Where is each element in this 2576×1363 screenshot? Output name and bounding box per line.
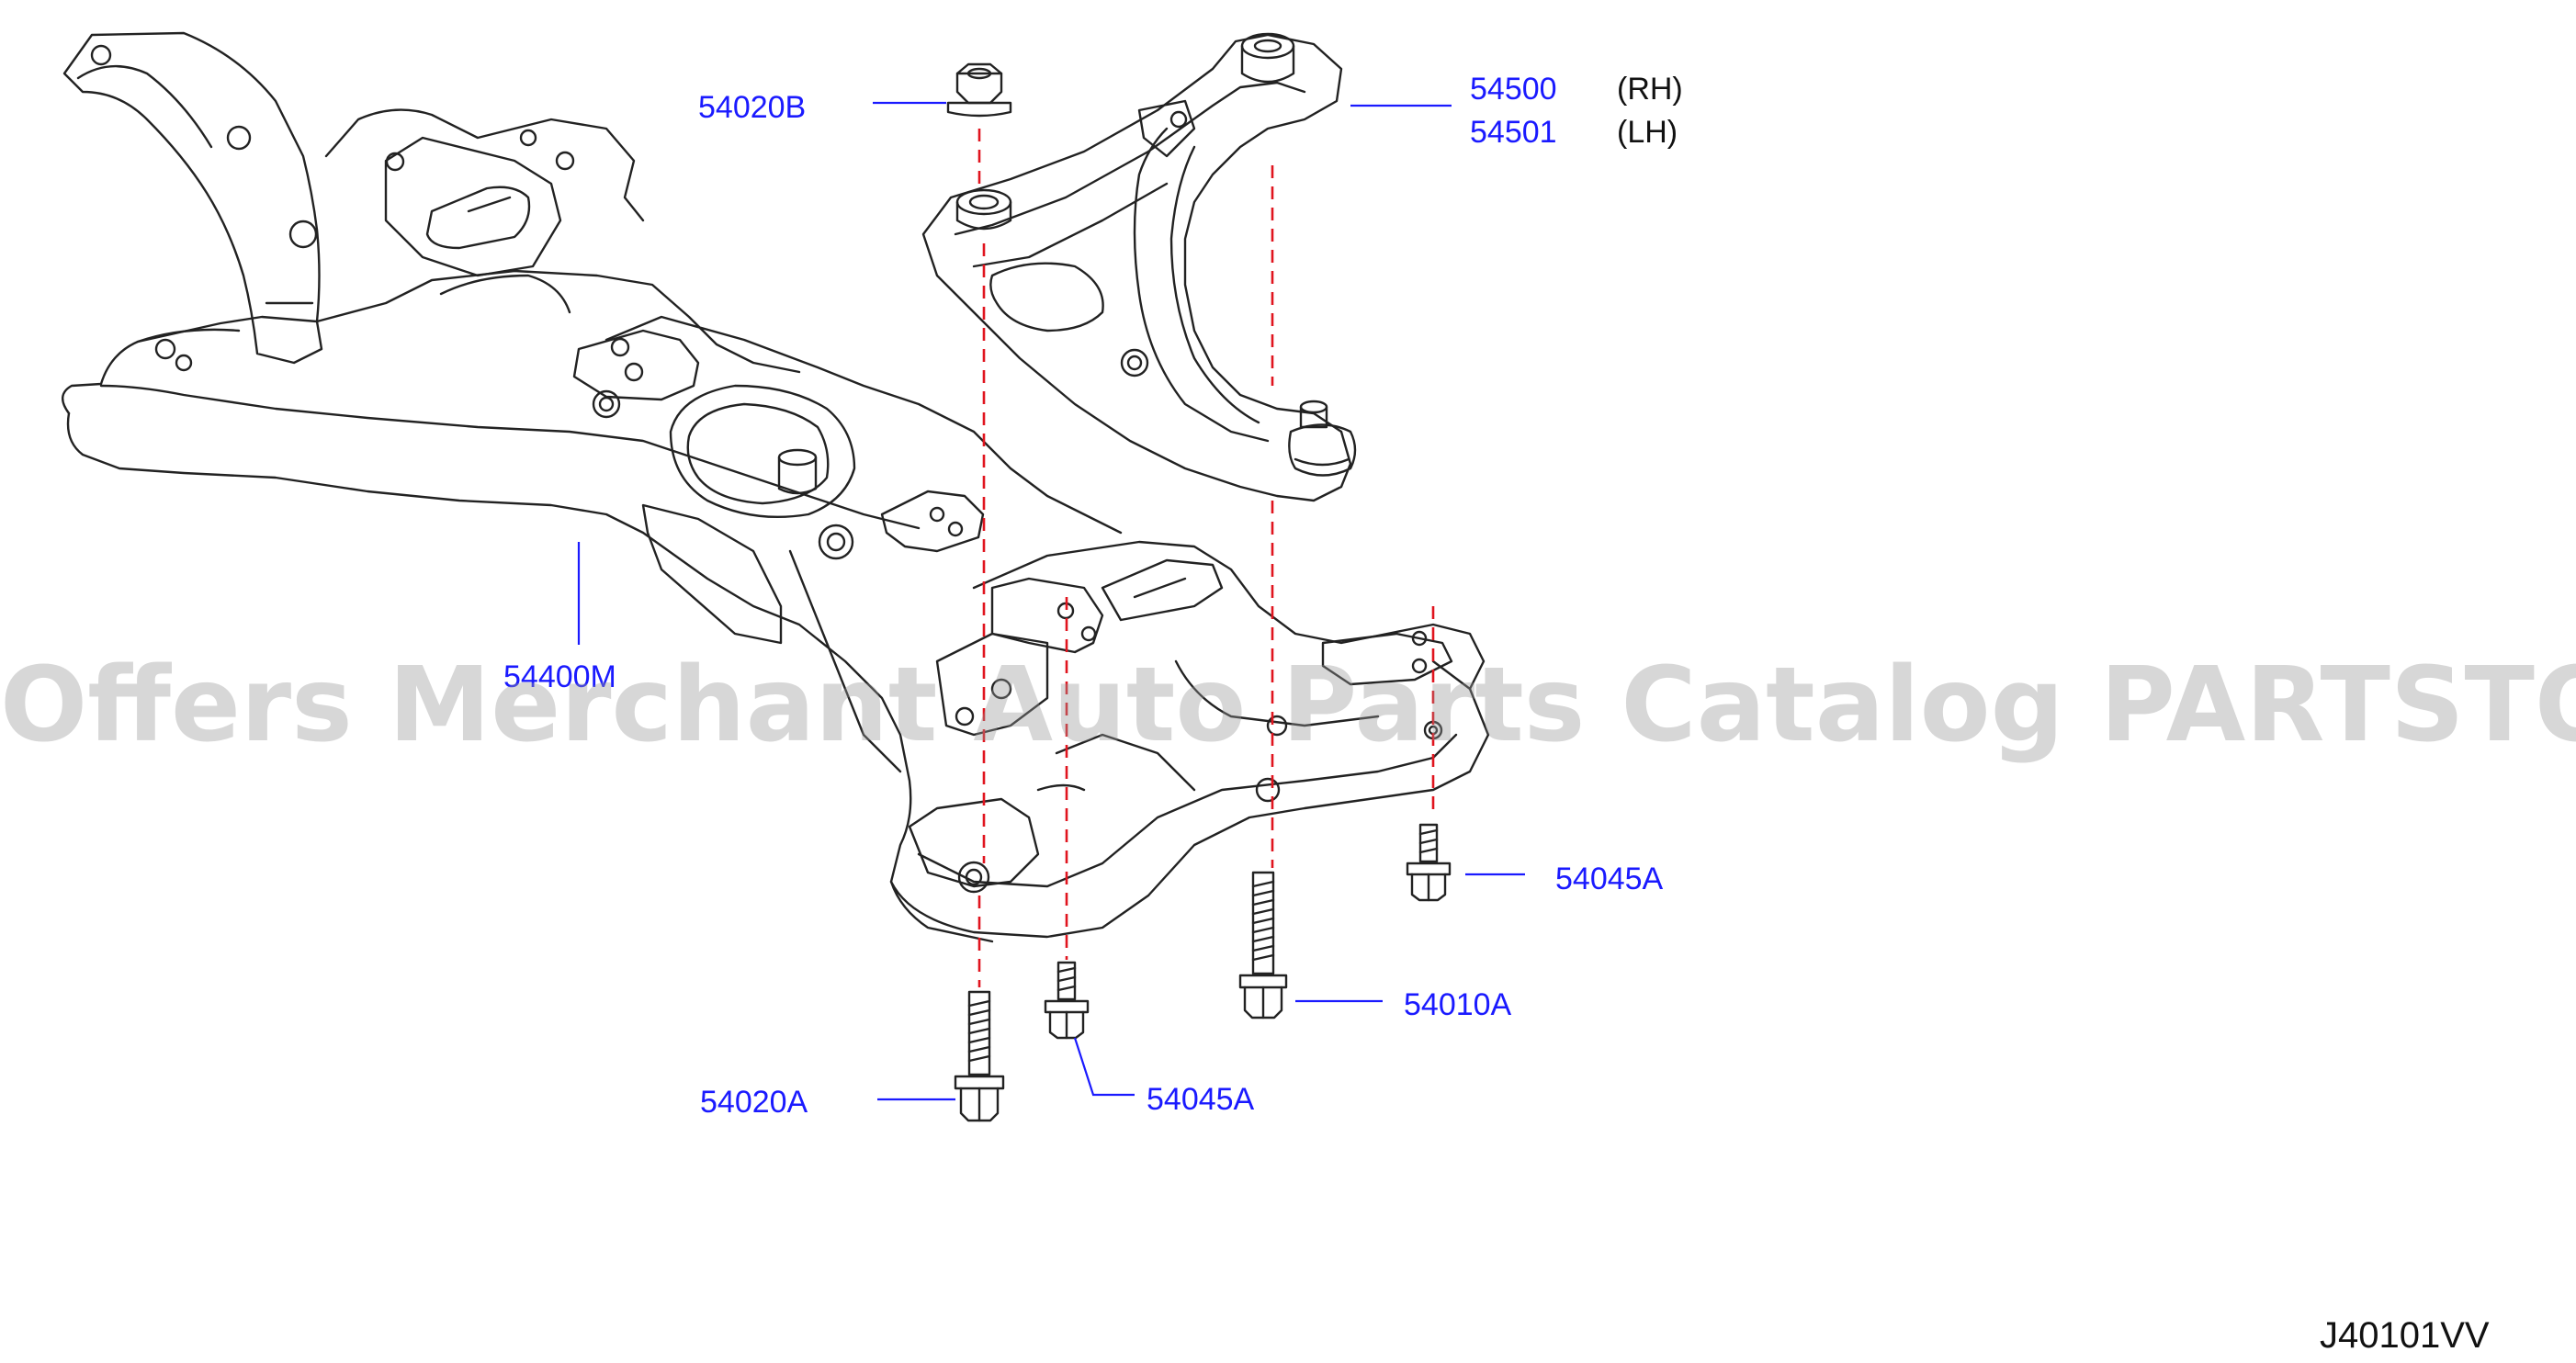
callout-54045A-bottom: 54045A	[1147, 1082, 1255, 1117]
bolt-54045a-right	[1406, 823, 1452, 902]
callout-54500: 54500	[1470, 72, 1557, 107]
callout-54020A: 54020A	[700, 1085, 808, 1120]
watermark-text: Offers Merchant Auto Parts Catalog PARTS…	[0, 646, 2576, 765]
callout-54045A-right: 54045A	[1555, 862, 1664, 896]
callout-54020B: 54020B	[698, 90, 807, 125]
assembly-centerlines	[977, 129, 1435, 987]
callout-54010A: 54010A	[1404, 987, 1512, 1022]
side-rh-label: (RH)	[1617, 72, 1683, 107]
front-crossmember	[62, 31, 1490, 943]
bolt-54010a	[1238, 871, 1288, 1019]
flange-nut	[946, 62, 1012, 118]
diagram-code: J40101VV	[2320, 1315, 2490, 1356]
callout-54501: 54501	[1470, 115, 1557, 150]
bolt-54020a	[954, 990, 1005, 1122]
callout-leaders	[577, 101, 1525, 1101]
transverse-link	[921, 32, 1357, 502]
side-lh-label: (LH)	[1617, 115, 1678, 150]
callout-54400M: 54400M	[503, 659, 616, 694]
bolt-54045a-bottom	[1044, 961, 1090, 1040]
